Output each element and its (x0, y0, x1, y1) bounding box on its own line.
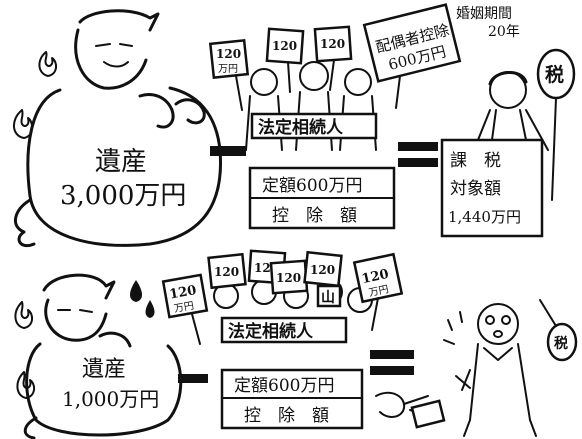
heirs-crowd: 120 万円 120 120 配偶者控除 600万円 法定相 (208, 3, 462, 151)
svg-text:山: 山 (321, 290, 335, 306)
svg-text:120: 120 (360, 267, 390, 287)
drop-icon (130, 280, 142, 302)
top-fixed-amount: 定額600万円 (262, 176, 362, 196)
tax-collector-surprised (463, 303, 537, 437)
heir-sign: 山 (316, 284, 342, 308)
top-row: 遺産 3,000万円 120 万円 (13, 3, 576, 247)
bottom-deduction-box: 定額600万円 控 除 額 (220, 368, 364, 430)
ghost-estate-bag-small (23, 273, 183, 439)
heirs-banner (250, 112, 378, 140)
svg-text:120: 120 (320, 37, 345, 51)
svg-text:120: 120 (310, 263, 335, 277)
minus-sign (210, 146, 246, 156)
heirs-crowd-bottom: 120 万円 120 120 120 120 120 (161, 249, 404, 345)
top-deduction-label: 控 除 額 (272, 206, 357, 226)
marriage-period-line1: 婚姻期間 (456, 6, 512, 22)
sweat-marks-icon (443, 311, 471, 391)
top-heirs-label: 法定相続人 (258, 117, 344, 138)
flame-icon (14, 301, 34, 329)
heir-sign: 120 万円 (352, 252, 404, 331)
drop-icon (145, 300, 155, 318)
tax-sign-label: 税 (545, 63, 564, 86)
svg-text:120: 120 (216, 47, 241, 61)
heir-sign: 120 (265, 27, 305, 93)
flame-icon (38, 51, 58, 77)
minus-sign (178, 374, 208, 383)
heir-sign: 120 (269, 259, 309, 295)
svg-text:120: 120 (168, 283, 197, 302)
heir-sign: 120 (313, 25, 353, 91)
ghost-estate-bag (14, 9, 223, 247)
taxable-line3: 1,440万円 (448, 208, 521, 226)
heir-sign: 120 (207, 252, 247, 290)
taxable-line1: 課 税 (450, 151, 501, 171)
marriage-period-line2: 20年 (488, 24, 520, 40)
bottom-estate-amount: 1,000万円 (62, 387, 159, 411)
fallen-figure (375, 391, 446, 429)
bottom-fixed-amount: 定額600万円 (234, 376, 334, 396)
bottom-deduction-label: 控 除 額 (244, 406, 329, 426)
bottom-estate-label: 遺産 (82, 357, 126, 382)
tax-sign: 税 (536, 48, 576, 201)
svg-text:120: 120 (276, 271, 301, 285)
top-deduction-box: 定額600万円 控 除 額 (248, 166, 396, 230)
svg-text:万円: 万円 (173, 301, 195, 315)
taxable-line2: 対象額 (450, 179, 501, 199)
bottom-heirs-label: 法定相続人 (228, 321, 314, 342)
heir-sign: 120 万円 (208, 38, 250, 111)
taxable-amount-box: 課 税 対象額 1,440万円 (440, 138, 544, 238)
tax-sign-small-label: 税 (554, 335, 568, 352)
tax-sign-small: 税 (539, 299, 578, 362)
heirs-banner (220, 316, 348, 344)
svg-text:120: 120 (214, 265, 239, 279)
top-estate-amount: 3,000万円 (60, 181, 186, 211)
heir-sign: 120 (303, 250, 343, 288)
equals-sign (370, 350, 414, 375)
top-estate-label: 遺産 (95, 147, 147, 177)
svg-text:120: 120 (272, 39, 297, 53)
heir-sign: 120 万円 (161, 273, 209, 345)
bottom-row: 遺産 1,000万円 120 万円 (14, 249, 578, 439)
flame-icon (13, 109, 34, 139)
equals-sign (398, 142, 438, 167)
svg-text:万円: 万円 (218, 64, 238, 75)
spouse-deduction-sign: 配偶者控除 600万円 (362, 3, 462, 109)
flame-icon (16, 371, 36, 399)
svg-text:万円: 万円 (368, 284, 390, 299)
